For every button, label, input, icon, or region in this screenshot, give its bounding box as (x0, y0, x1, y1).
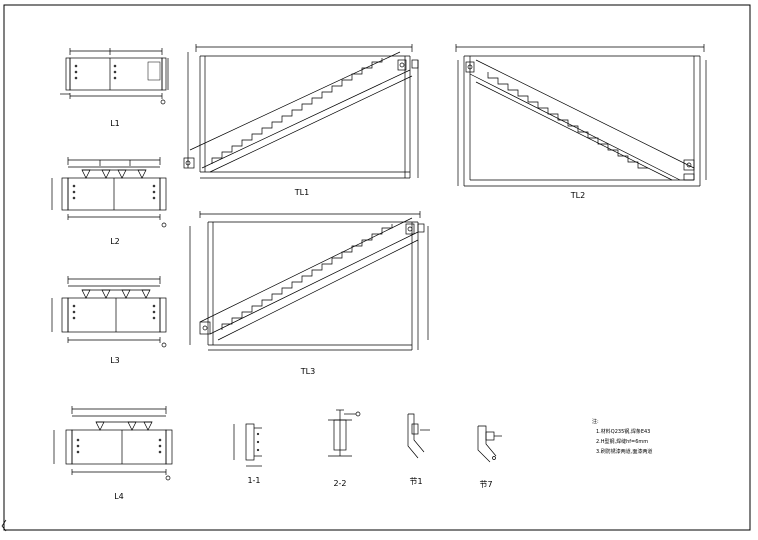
sheet-border (3, 4, 751, 531)
notes-line-3: 3.刷防锈漆两道,面漆两道 (596, 448, 652, 455)
stair-tl3-drawing (189, 211, 429, 351)
section-2-2-drawing (328, 409, 361, 457)
beam-l3-drawing (51, 276, 167, 348)
node-7-drawing (477, 425, 502, 463)
label-l1: L1 (110, 119, 120, 128)
label-node-1: 节1 (409, 477, 422, 486)
notes-line-1: 1.材料Q235钢,焊条E43 (596, 428, 650, 435)
label-tl3: TL3 (300, 367, 315, 376)
label-section-2-2: 2-2 (333, 479, 346, 488)
label-tl2: TL2 (570, 191, 585, 200)
beam-l1-drawing (60, 48, 169, 105)
label-section-1-1: 1-1 (247, 476, 260, 485)
notes-heading: 注: (592, 418, 599, 425)
label-l4: L4 (114, 492, 124, 501)
section-1-1-drawing (233, 423, 262, 467)
label-l3: L3 (110, 356, 120, 365)
stair-tl2-drawing (455, 44, 707, 187)
beam-l4-drawing (53, 406, 173, 481)
label-tl1: TL1 (294, 188, 309, 197)
corner-mark (1, 519, 7, 532)
label-l2: L2 (110, 237, 120, 246)
beam-l2-drawing (51, 157, 167, 228)
stair-tl1-drawing (183, 44, 419, 179)
node-1-drawing (407, 413, 430, 459)
label-node-7: 节7 (479, 480, 492, 489)
notes-line-2: 2.H型钢,焊缝hf=6mm (596, 438, 648, 445)
